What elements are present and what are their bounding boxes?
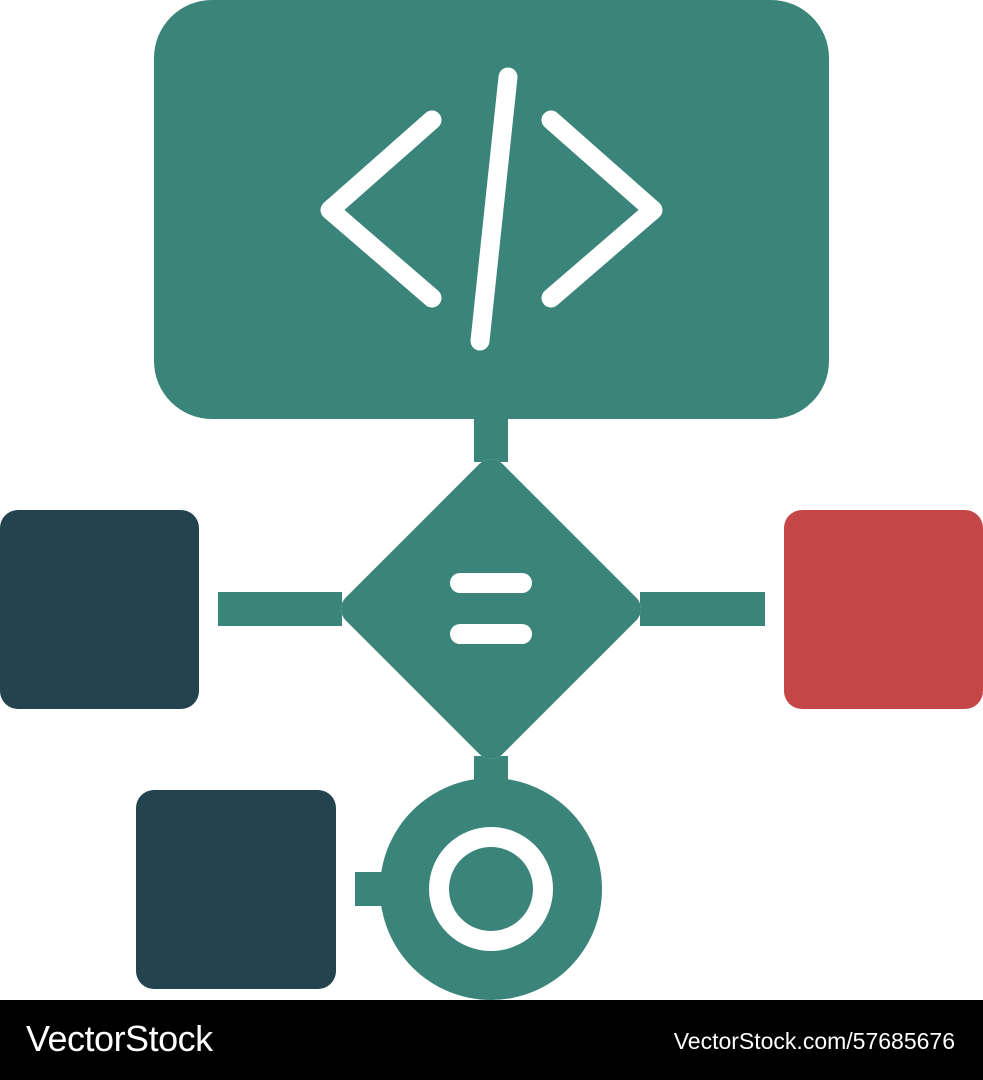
ring-icon (429, 827, 553, 951)
right-angle-bracket (541, 110, 663, 308)
terminal-node (380, 778, 602, 1000)
bottom-left-process-box (136, 790, 336, 989)
vectorstock-logo: VectorStock (26, 1018, 213, 1059)
connector-right (640, 592, 765, 626)
connector-left (218, 592, 342, 626)
connector-top (474, 414, 508, 462)
image-id-text: VectorStock.com/57685676 (673, 1028, 955, 1054)
watermark-footer: VectorStock VectorStock.com/57685676 (0, 1000, 983, 1080)
decision-node (341, 459, 641, 759)
flowchart-diagram (0, 0, 983, 1000)
right-process-box (784, 510, 983, 709)
left-process-box (0, 510, 199, 709)
code-slash (470, 67, 518, 351)
equals-icon (450, 573, 532, 644)
code-brackets-icon (320, 67, 663, 351)
left-angle-bracket (320, 110, 442, 308)
